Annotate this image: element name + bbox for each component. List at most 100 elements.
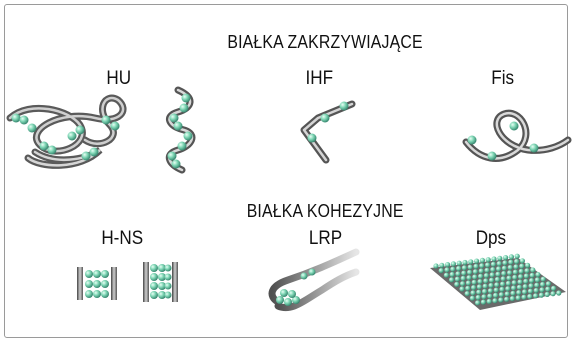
dps-bead <box>469 295 475 301</box>
dps-bead <box>494 282 500 288</box>
dps-bead <box>521 294 527 300</box>
dps-bead <box>506 275 512 281</box>
dps-bead <box>466 275 472 281</box>
dps-bead <box>456 260 462 266</box>
dps-bead <box>527 288 534 294</box>
dps-bead <box>515 295 521 301</box>
dps-bead <box>460 275 466 281</box>
dps-bead <box>512 274 518 280</box>
dps-bead <box>465 280 471 286</box>
dps-bead <box>468 259 474 265</box>
dps-bead <box>482 288 488 295</box>
dps-bead <box>471 285 477 291</box>
dps-bead <box>500 276 506 282</box>
dps-bead <box>510 290 516 296</box>
hu-tangle-illustration <box>6 94 127 169</box>
dps-bead <box>483 278 489 284</box>
dps-bead <box>478 268 484 274</box>
dps-bead <box>460 281 466 287</box>
dps-bead <box>523 278 529 284</box>
dps-bead <box>509 296 515 302</box>
dps-lattice-illustration <box>430 253 566 310</box>
dps-bead <box>489 272 495 278</box>
dps-bead <box>513 264 519 270</box>
dps-bead <box>518 274 524 280</box>
dps-bead <box>487 288 493 294</box>
dps-bead <box>508 259 514 265</box>
dps-bead <box>514 258 520 265</box>
dps-bead <box>478 273 484 279</box>
dps-bead <box>556 290 562 296</box>
dps-bead <box>495 271 501 277</box>
dps-bead <box>439 262 445 268</box>
ihf-bend-illustration <box>300 100 356 164</box>
dps-bead <box>500 281 506 287</box>
dps-bead <box>505 286 511 292</box>
dps-bead <box>465 285 471 291</box>
figure-frame <box>4 4 568 338</box>
dps-bead <box>464 291 470 297</box>
dps-bead <box>545 286 551 292</box>
dps-bead <box>519 258 526 264</box>
dps-bead <box>492 298 498 304</box>
dps-bead <box>476 284 482 290</box>
dps-bead <box>534 277 541 283</box>
dps-bead <box>493 287 499 293</box>
dps-bead <box>522 289 528 295</box>
dps-bead <box>518 268 524 274</box>
label-hu: HU <box>106 68 132 89</box>
dps-bead <box>474 258 480 264</box>
dps-bead <box>533 287 539 294</box>
dps-bead <box>540 276 546 282</box>
dps-bead <box>527 293 533 300</box>
dps-bead <box>517 279 523 285</box>
dps-bead <box>551 285 557 291</box>
dps-bead <box>538 292 545 298</box>
dps-bead <box>501 265 507 271</box>
heading-bending-proteins: BIAŁKA ZAKRZYWIAJĄCE <box>227 32 423 52</box>
dps-bead <box>544 291 550 297</box>
dps-bead <box>502 260 508 266</box>
dps-bead <box>488 282 494 289</box>
label-lrp: LRP <box>308 228 343 249</box>
dps-bead <box>482 283 488 289</box>
dps-bead <box>485 257 491 263</box>
dps-bead <box>510 285 517 291</box>
dps-bead <box>490 261 496 267</box>
dps-bead <box>496 266 502 272</box>
fis-loop-illustration <box>462 109 572 162</box>
dps-bead <box>490 267 496 273</box>
dps-bead <box>493 292 499 298</box>
dps-bead <box>456 265 462 272</box>
dps-bead <box>483 273 489 279</box>
label-ihf: IHF <box>305 68 334 89</box>
dps-bead <box>504 291 510 297</box>
dps-bead <box>539 287 545 293</box>
dps-bead <box>462 259 468 266</box>
dps-bead <box>540 281 546 288</box>
dps-bead <box>522 284 528 290</box>
dps-bead <box>449 277 455 283</box>
dps-bead <box>504 296 510 302</box>
dps-bead <box>494 276 500 283</box>
dps-bead <box>454 276 460 282</box>
dps-bead <box>445 262 451 268</box>
lrp-wrap-illustration <box>268 248 360 311</box>
dps-bead <box>473 263 479 269</box>
dps-bead <box>470 290 476 296</box>
dps-bead <box>487 293 493 299</box>
dps-bead <box>505 280 511 286</box>
dps-bead <box>471 279 477 285</box>
dps-bead <box>503 255 509 261</box>
dps-bead <box>511 280 517 286</box>
label-hns: H-NS <box>101 228 144 249</box>
dps-bead <box>499 286 505 292</box>
dps-bead <box>479 257 485 263</box>
dps-bead <box>516 284 523 290</box>
dps-bead <box>519 263 525 269</box>
label-fis: Fis <box>491 68 515 89</box>
dps-bead <box>484 267 490 273</box>
dps-bead <box>498 292 504 298</box>
dps-bead <box>475 300 481 306</box>
